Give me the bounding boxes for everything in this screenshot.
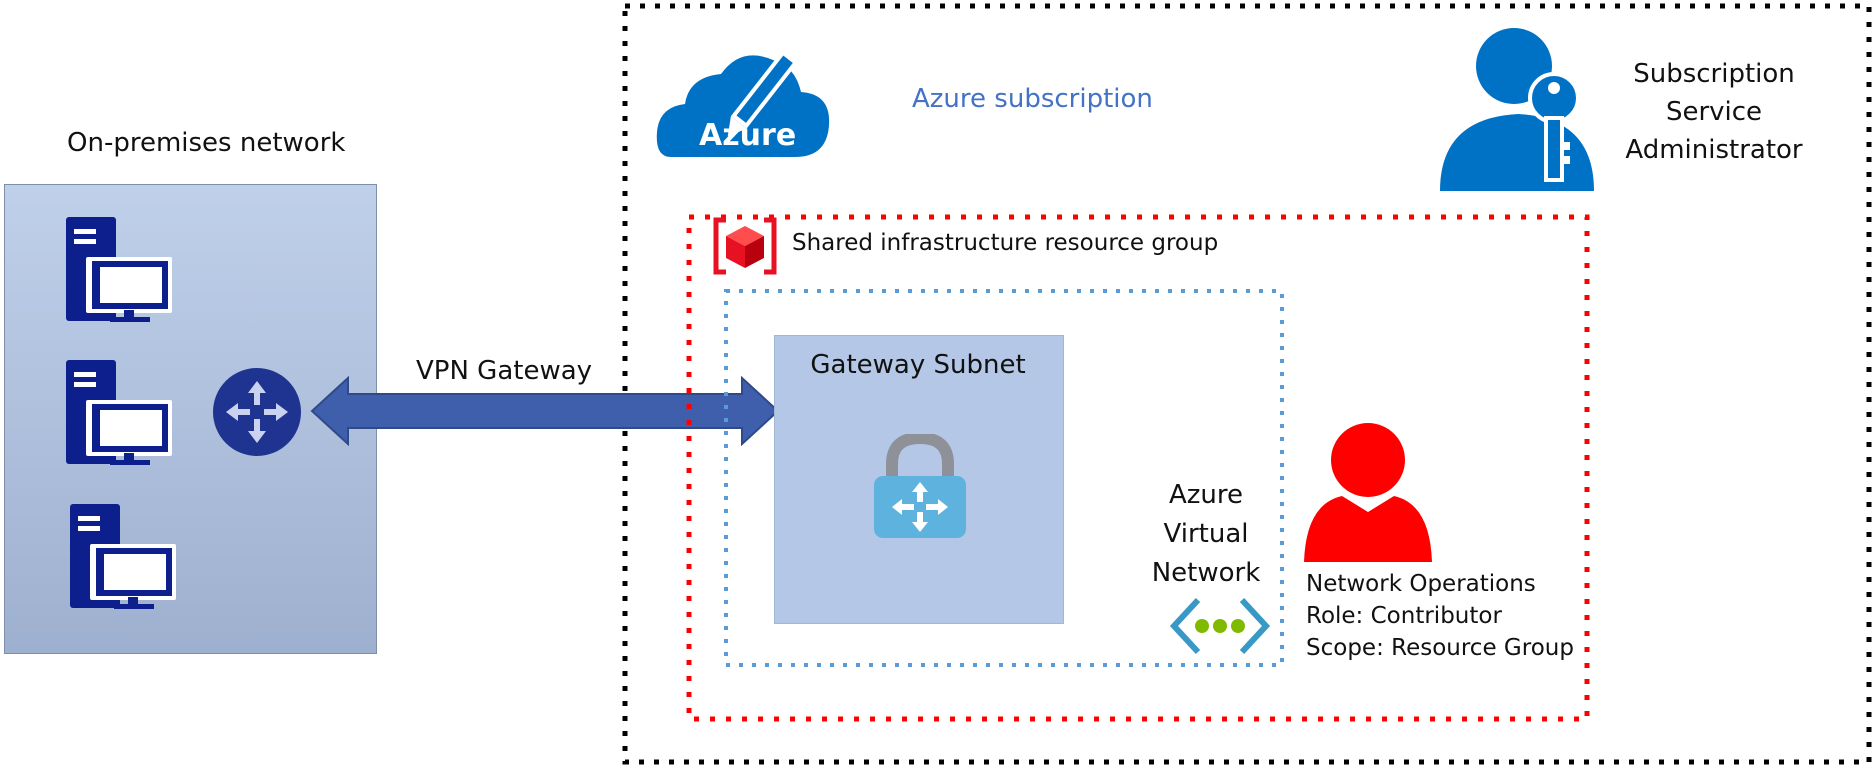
network-ops-label: Network Operations Role: Contributor Sco… [1306,568,1574,664]
router-icon [212,367,302,457]
admin-line: Service [1665,97,1763,127]
subscription-admin-label: Subscription Service Administrator [1608,55,1820,169]
network-ops-line: Network Operations [1306,571,1536,597]
azure-logo-text: Azure [699,118,797,153]
vpn-gateway-label: VPN Gateway [416,356,593,386]
azure-subscription-boundary [622,3,1872,765]
vnet-line: Virtual [1163,519,1249,549]
admin-line: Subscription [1633,59,1795,89]
network-ops-line: Role: Contributor [1306,603,1502,629]
gateway-subnet-title: Gateway Subnet [810,350,1026,380]
virtual-network-boundary [723,288,1285,668]
user-icon [1302,422,1434,562]
virtual-network-label: Azure Virtual Network [1130,476,1282,593]
vpn-gateway-lock-icon [870,434,970,540]
onprem-title: On-premises network [67,128,346,158]
virtual-network-icon [1168,596,1272,656]
resource-group-icon [712,216,778,276]
admin-key-icon [1438,26,1598,191]
vnet-line: Network [1151,558,1261,588]
azure-cloud-pencil-icon [655,22,845,162]
admin-line: Administrator [1625,135,1803,165]
resource-group-boundary [686,214,1590,722]
computer-icon [64,358,174,468]
network-ops-line: Scope: Resource Group [1306,635,1574,661]
computer-icon [68,502,178,612]
azure-subscription-title: Azure subscription [912,84,1153,114]
vnet-line: Azure [1168,480,1244,510]
computer-icon [64,215,174,325]
resource-group-title: Shared infrastructure resource group [792,230,1219,256]
